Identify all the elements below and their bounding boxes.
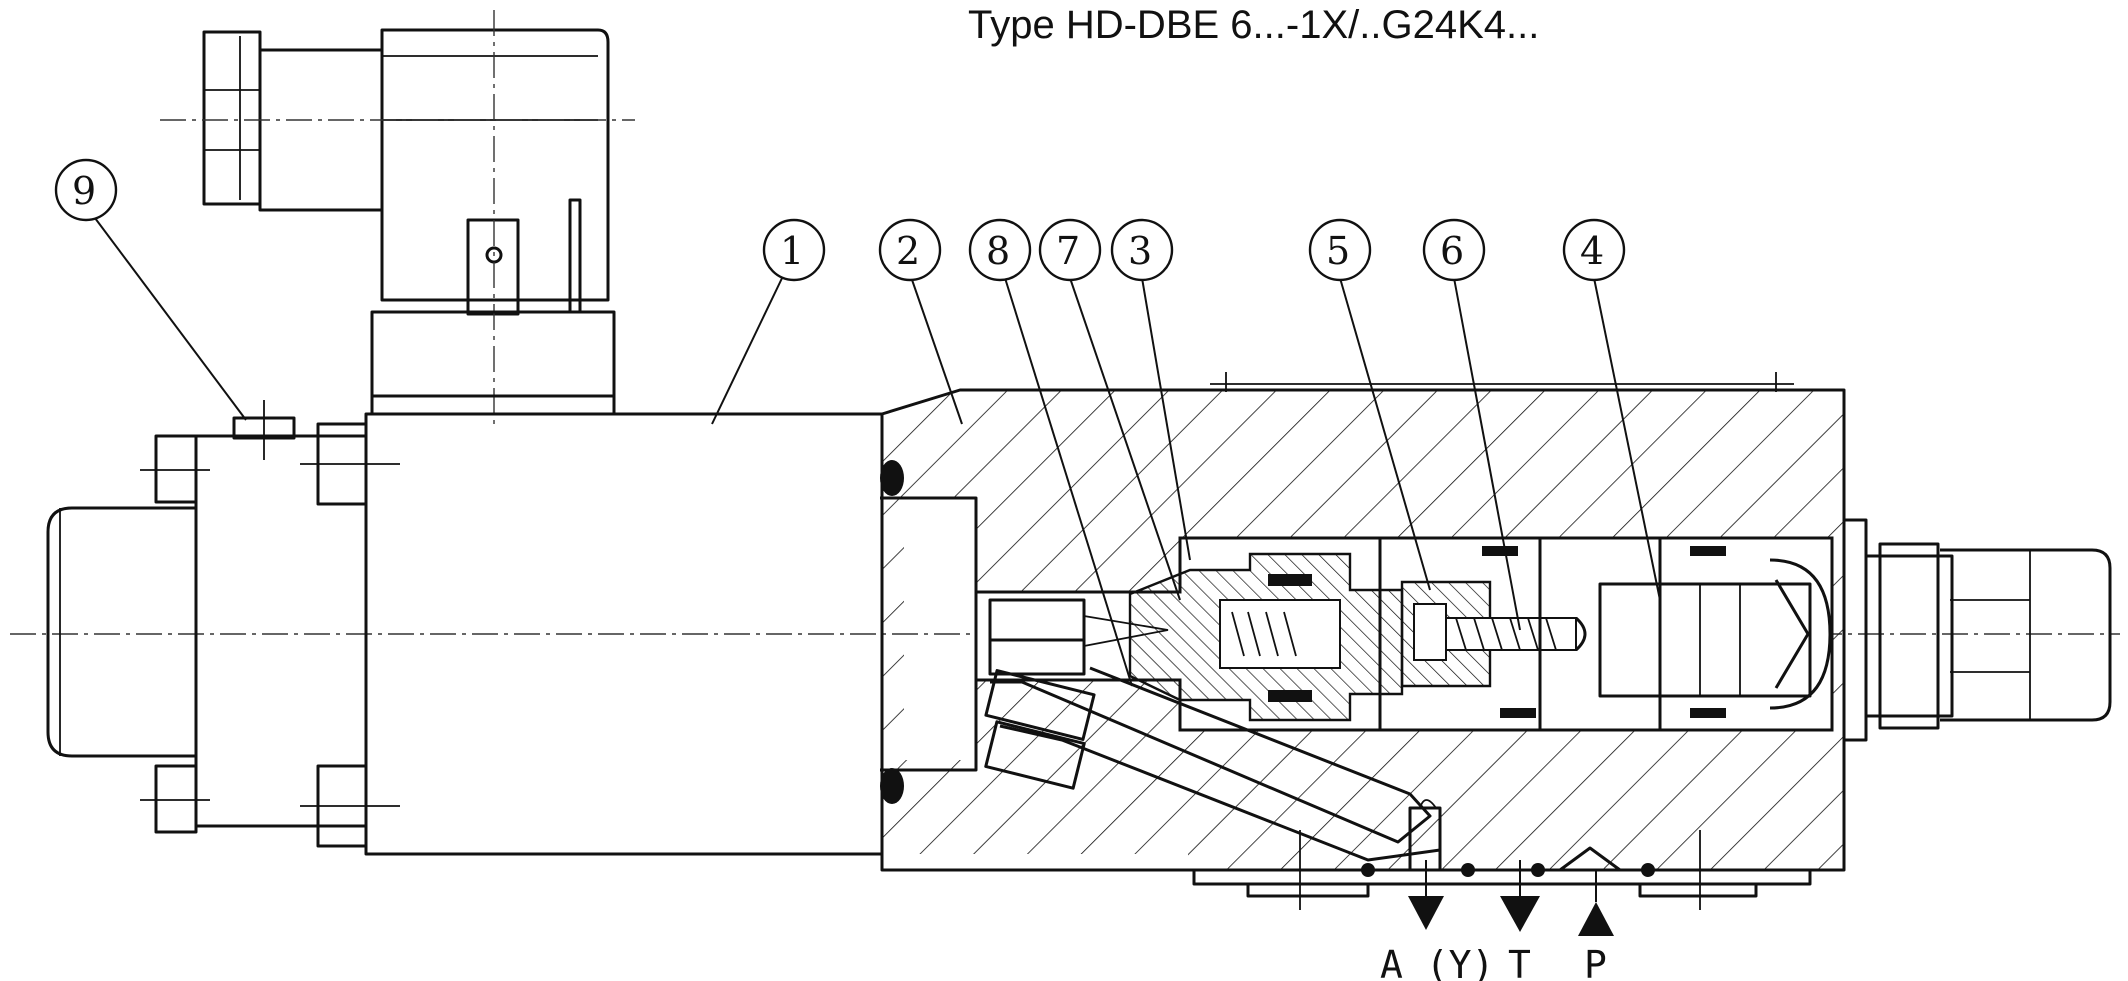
balloon-7: 7 bbox=[1038, 218, 1102, 282]
drawing-title: Type HD-DBE 6...-1X/..G24K4... bbox=[968, 3, 1539, 47]
balloon-8: 8 bbox=[968, 218, 1032, 282]
svg-text:3: 3 bbox=[1128, 229, 1152, 273]
balloon-9: 9 bbox=[54, 158, 118, 222]
port-p-label: P bbox=[1584, 943, 1607, 981]
svg-text:9: 9 bbox=[72, 169, 96, 213]
svg-text:6: 6 bbox=[1440, 229, 1464, 273]
port-a-arrow-down-icon bbox=[1408, 896, 1444, 930]
balloon-4: 4 bbox=[1562, 218, 1626, 282]
port-t-label: T bbox=[1508, 943, 1531, 981]
svg-text:1: 1 bbox=[780, 229, 804, 273]
port-t-arrow-down-icon bbox=[1500, 896, 1540, 932]
svg-text:4: 4 bbox=[1580, 229, 1604, 273]
svg-text:2: 2 bbox=[896, 229, 920, 273]
svg-text:8: 8 bbox=[986, 229, 1010, 273]
solenoid-housing bbox=[46, 400, 884, 856]
port-t: T bbox=[1500, 860, 1540, 981]
pilot-channels bbox=[984, 666, 1655, 877]
balloon-1: 1 bbox=[762, 218, 826, 282]
svg-text:7: 7 bbox=[1056, 229, 1080, 273]
balloon-5: 5 bbox=[1308, 218, 1372, 282]
adjustment-knob bbox=[1842, 518, 2112, 742]
balloon-3: 3 bbox=[1110, 218, 1174, 282]
port-p-arrow-up-icon bbox=[1578, 902, 1614, 936]
svg-text:5: 5 bbox=[1326, 229, 1350, 273]
plug-connector bbox=[160, 10, 635, 430]
port-a: A (Y) bbox=[1380, 860, 1494, 981]
balloon-6: 6 bbox=[1422, 218, 1486, 282]
port-a-label: A (Y) bbox=[1380, 943, 1494, 981]
internal-cartridge bbox=[988, 536, 1832, 732]
balloon-2: 2 bbox=[878, 218, 942, 282]
leader-lines bbox=[85, 205, 1661, 687]
port-p: P bbox=[1578, 870, 1614, 981]
